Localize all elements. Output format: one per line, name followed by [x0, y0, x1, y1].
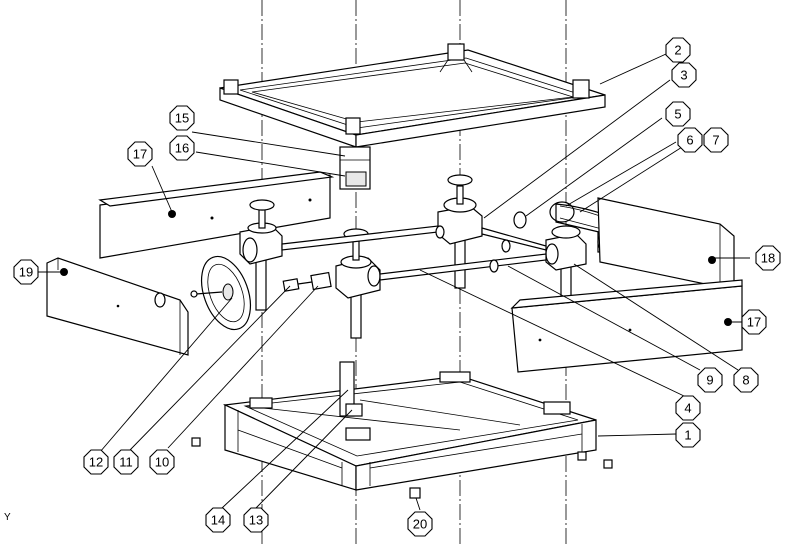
leader-lines: [38, 53, 750, 511]
balloon-6: 6: [677, 127, 703, 153]
base-frame: [191, 361, 613, 499]
balloon-17: 17: [741, 309, 767, 335]
jack-right-front: [545, 225, 587, 305]
balloon-label: 9: [706, 373, 713, 388]
balloon-outline: [697, 367, 723, 393]
balloon-outline: [169, 135, 195, 161]
balloon-2: 2: [665, 37, 691, 63]
balloon-outline: [13, 259, 39, 285]
balloon-outline: [675, 422, 701, 448]
balloon-10: 10: [149, 449, 175, 475]
balloon-outline: [83, 449, 109, 475]
corner-axis-mark: Y: [4, 512, 11, 523]
balloon-outline: [675, 395, 701, 421]
front-left-cover: [98, 171, 335, 259]
balloon-label: 7: [712, 133, 719, 148]
coupling: [282, 271, 332, 292]
balloon-14: 14: [205, 507, 231, 533]
balloon-outline: [703, 127, 729, 153]
jack-left-front: [335, 228, 381, 339]
balloon-label: 12: [89, 455, 103, 470]
balloon-11: 11: [113, 449, 139, 475]
top-frame: [219, 43, 606, 148]
balloon-label: 1: [684, 428, 691, 443]
balloon-9: 9: [697, 367, 723, 393]
balloon-label: 8: [742, 373, 749, 388]
balloon-label: 2: [674, 43, 681, 58]
balloon-outline: [755, 245, 781, 271]
balloon-outline: [407, 511, 433, 537]
drive-shafts: [281, 225, 547, 281]
hand-wheel: [190, 255, 252, 331]
balloon-outline: [169, 105, 195, 131]
balloon-13: 13: [243, 507, 269, 533]
balloon-20: 20: [407, 511, 433, 537]
balloon-outline: [677, 127, 703, 153]
left-end-panel: [46, 257, 189, 356]
balloon-17: 17: [127, 141, 153, 167]
balloon-label: 17: [133, 147, 147, 162]
balloon-8: 8: [733, 367, 759, 393]
balloon-12: 12: [83, 449, 109, 475]
balloon-1: 1: [675, 422, 701, 448]
balloon-15: 15: [169, 105, 195, 131]
balloon-3: 3: [671, 62, 697, 88]
balloon-label: 17: [747, 315, 761, 330]
balloon-label: 19: [19, 265, 33, 280]
front-right-cover: [510, 279, 743, 373]
balloon-label: 5: [674, 107, 681, 122]
balloon-16: 16: [169, 135, 195, 161]
balloon-label: 4: [684, 401, 691, 416]
balloon-18: 18: [755, 245, 781, 271]
balloon-outline: [113, 449, 139, 475]
balloon-label: 15: [175, 111, 189, 126]
switch-box: [339, 146, 371, 190]
balloon-label: 11: [119, 455, 133, 470]
right-end-panel: [597, 197, 735, 291]
balloon-7: 7: [703, 127, 729, 153]
balloon-outline: [205, 507, 231, 533]
balloon-label: 13: [249, 513, 263, 528]
balloon-outline: [741, 309, 767, 335]
balloon-outline: [733, 367, 759, 393]
balloon-outline: [149, 449, 175, 475]
balloon-label: 6: [686, 133, 693, 148]
balloon-label: 3: [680, 68, 687, 83]
balloon-label: 10: [155, 455, 169, 470]
balloon-5: 5: [665, 101, 691, 127]
balloon-outline: [671, 62, 697, 88]
balloon-outline: [243, 507, 269, 533]
balloon-label: 18: [761, 251, 775, 266]
balloon-label: 16: [175, 141, 189, 156]
balloon-outline: [127, 141, 153, 167]
balloon-19: 19: [13, 259, 39, 285]
balloon-outline: [665, 37, 691, 63]
jack-left-rear: [239, 199, 283, 311]
balloon-4: 4: [675, 395, 701, 421]
balloon-outline: [665, 101, 691, 127]
jack-right-rear: [437, 174, 483, 289]
balloon-label: 14: [211, 513, 225, 528]
balloon-label: 20: [413, 517, 427, 532]
